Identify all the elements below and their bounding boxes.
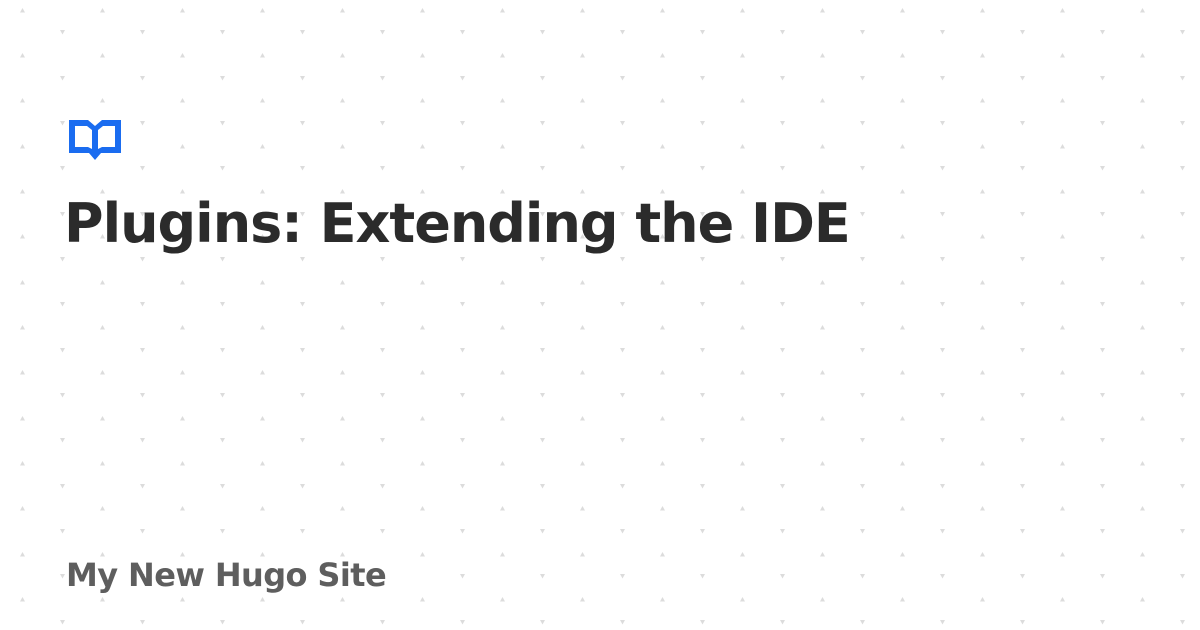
open-book-icon	[69, 120, 121, 160]
page-title: Plugins: Extending the IDE	[64, 192, 851, 255]
site-name: My New Hugo Site	[66, 556, 387, 594]
